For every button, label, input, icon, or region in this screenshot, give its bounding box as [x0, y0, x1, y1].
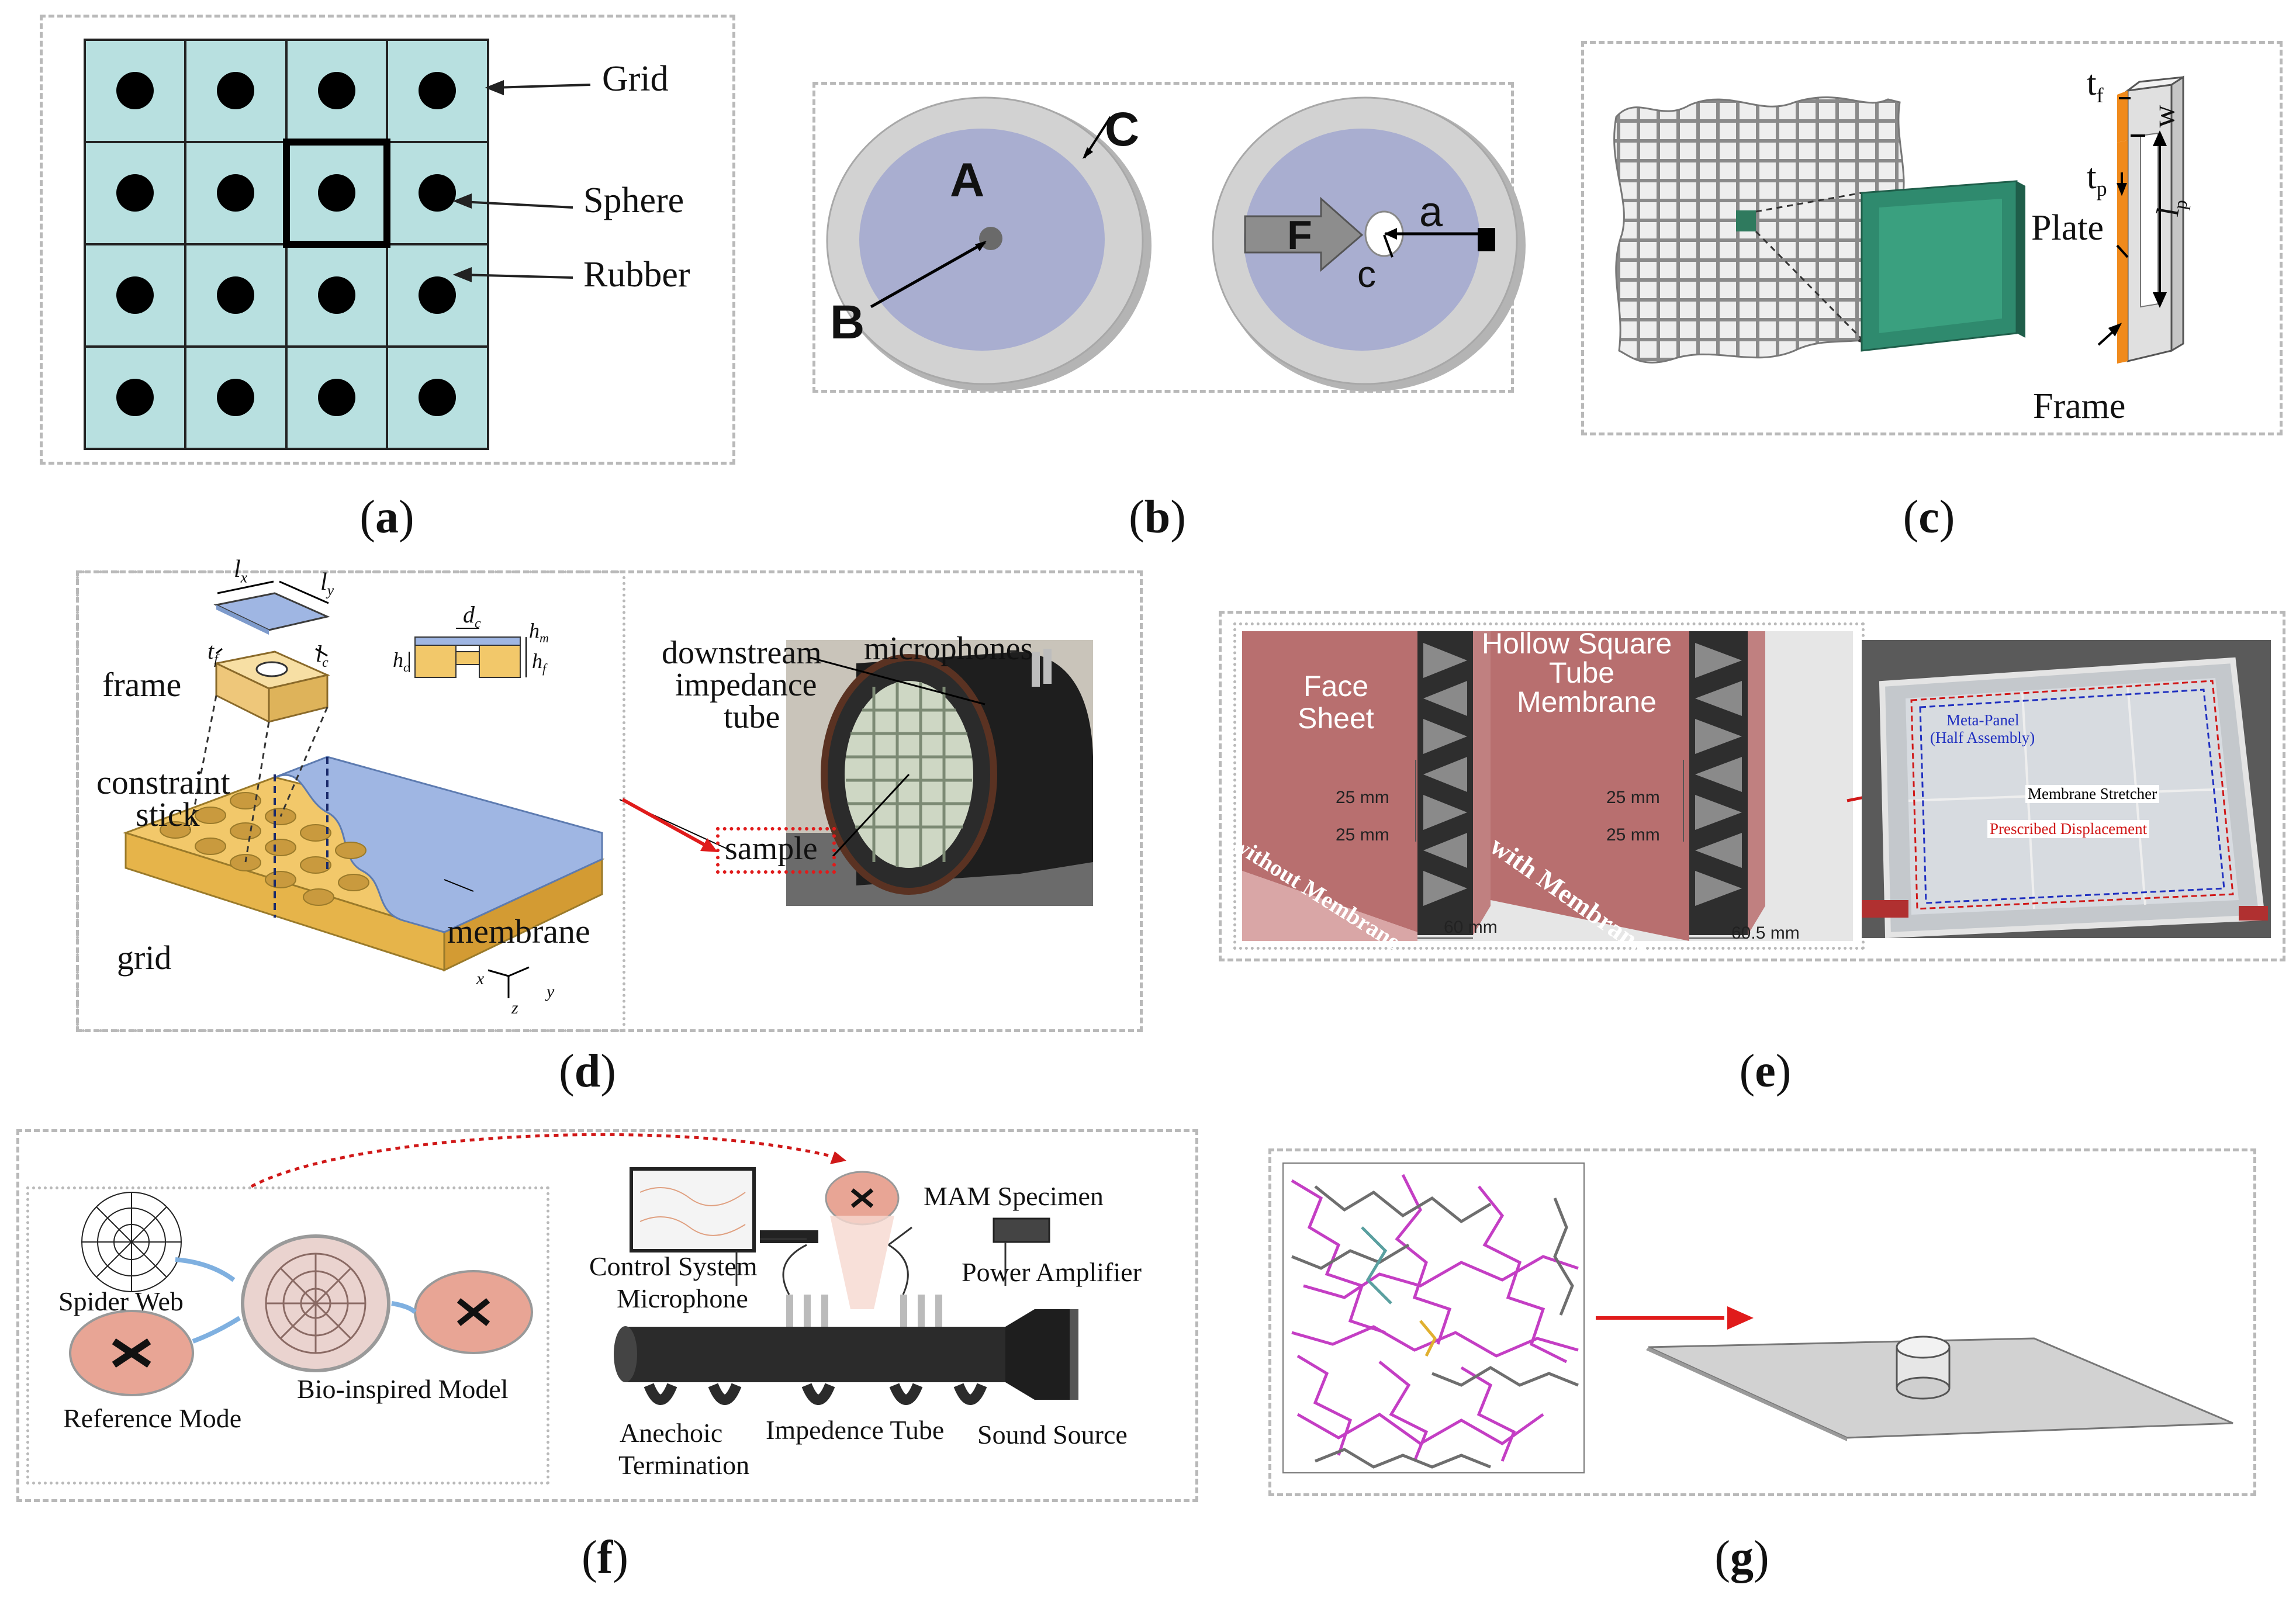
panel-a-frame [40, 15, 735, 465]
label-tf-d: tf [208, 638, 218, 667]
panel-g: (g) [1227, 1110, 2296, 1602]
label-mam: MAM Specimen [924, 1181, 1104, 1211]
panel-d-grid-membrane-diagram [123, 580, 731, 998]
label-hollow-2: Tube [1549, 656, 1615, 689]
label-impedence: Impedence Tube [766, 1415, 945, 1445]
label-rubber: Rubber [583, 255, 690, 295]
label-anechoic-1: Anechoic [620, 1418, 723, 1448]
sphere-dots [116, 72, 456, 416]
label-power: Power Amplifier [962, 1257, 1142, 1287]
panel-e-outer-frame [1219, 611, 2285, 961]
label-axis-x: x [476, 969, 485, 988]
panel-e-meta-panel-diagram [1242, 631, 2271, 941]
panel-e: Face Sheet Hollow Square Tube Membrane 2… [1187, 555, 2296, 1110]
panel-b-membrane-diagram [826, 96, 1526, 392]
panel-d: lx ly tf lc dc hm hc hf frame constraint… [0, 555, 1187, 1110]
label-tp: tp [2087, 157, 2107, 200]
label-face-sheet-1: Face [1303, 670, 1369, 703]
label-dim-25c: 25 mm [1606, 788, 1660, 807]
caption-f: (f) [582, 1532, 628, 1583]
label-F: F [1287, 212, 1312, 258]
panel-f-inner-frame [26, 1186, 549, 1485]
label-reference: Reference Mode [63, 1403, 242, 1433]
label-sphere: Sphere [583, 181, 684, 220]
caption-e: (e) [1739, 1046, 1792, 1097]
label-tf: tf [2087, 64, 2104, 107]
label-stretcher: Membrane Stretcher [2025, 785, 2160, 803]
label-hollow-3: Membrane [1517, 686, 1657, 718]
sample-highlight-box [716, 827, 836, 874]
label-impedance: impedance [675, 667, 817, 703]
label-grid-d: grid [117, 939, 172, 977]
label-hf: hf [532, 649, 547, 676]
label-lc: lc [316, 641, 329, 670]
panel-a-grid-diagram [84, 39, 591, 450]
impedance-tube-photo [786, 640, 1093, 906]
caption-g: (g) [1714, 1532, 1769, 1583]
panel-g-molecular-model [1282, 1162, 2233, 1473]
label-dim-605: 60.5 mm [1731, 923, 1800, 943]
label-microphone: Microphone [617, 1283, 748, 1313]
label-grid: Grid [602, 59, 669, 99]
label-hollow-1: Hollow Square [1482, 627, 1672, 660]
panel-f-bioinspired-diagram [69, 1133, 1078, 1405]
label-constraint: constraint [96, 763, 230, 801]
label-prescribed: Prescribed Displacement [1987, 820, 2150, 838]
label-B: B [830, 296, 865, 349]
label-stick: stick [136, 795, 200, 833]
panel-b: A B C F a c (b) [760, 0, 1537, 555]
label-dim-25d: 25 mm [1606, 825, 1660, 845]
panel-f: Spider Web Reference Mode Bio-inspired M… [0, 1110, 1227, 1602]
label-membrane-d: membrane [447, 912, 590, 950]
label-axis-y: y [547, 982, 555, 1001]
label-tube: tube [724, 699, 780, 735]
label-anechoic-2: Termination [618, 1450, 750, 1480]
label-axis-z: z [511, 998, 518, 1018]
label-dim-25a: 25 mm [1336, 788, 1389, 807]
caption-c: (c) [1903, 492, 1955, 543]
caption-a: (a) [359, 492, 414, 543]
label-dim-25b: 25 mm [1336, 825, 1389, 845]
label-plate: Plate [2031, 208, 2104, 248]
label-hc: hc [393, 648, 409, 675]
unit-cell-highlight [283, 139, 390, 248]
label-frame-d: frame [102, 666, 182, 704]
label-bio: Bio-inspired Model [297, 1374, 509, 1404]
label-A: A [950, 154, 985, 207]
label-ly: ly [320, 569, 334, 599]
label-dc: dc [463, 601, 481, 631]
label-spider: Spider Web [58, 1286, 184, 1316]
label-a: a [1419, 189, 1443, 236]
panel-g-frame [1268, 1148, 2256, 1496]
label-meta-panel-2: (Half Assembly) [1930, 729, 2035, 746]
label-hm: hm [529, 619, 549, 646]
caption-d: (d) [559, 1046, 616, 1097]
label-microphones: microphones [864, 631, 1033, 667]
label-meta-panel-1: Meta-Panel [1946, 711, 2020, 729]
panel-c-frame [1581, 41, 2283, 435]
label-frame: Frame [2033, 386, 2126, 426]
panel-c: tf w tp lp Plate Frame (c) [1537, 0, 2296, 555]
label-sample: sample [725, 831, 818, 867]
label-C: C [1105, 103, 1140, 156]
label-control: Control System [589, 1251, 758, 1281]
label-dim-60: 60 mm [1444, 918, 1498, 937]
label-sound: Sound Source [977, 1420, 1128, 1449]
label-c: c [1357, 253, 1376, 295]
panel-a: Grid Sphere Rubber (a) [0, 0, 760, 555]
label-downstream: downstream [662, 635, 822, 671]
panel-f-outer-frame [16, 1129, 1198, 1502]
panel-c-plate-diagram [1613, 75, 2184, 364]
label-face-sheet-2: Sheet [1298, 702, 1374, 735]
caption-b: (b) [1129, 492, 1186, 543]
label-w: w [2146, 105, 2181, 128]
label-lx: lx [234, 556, 248, 586]
